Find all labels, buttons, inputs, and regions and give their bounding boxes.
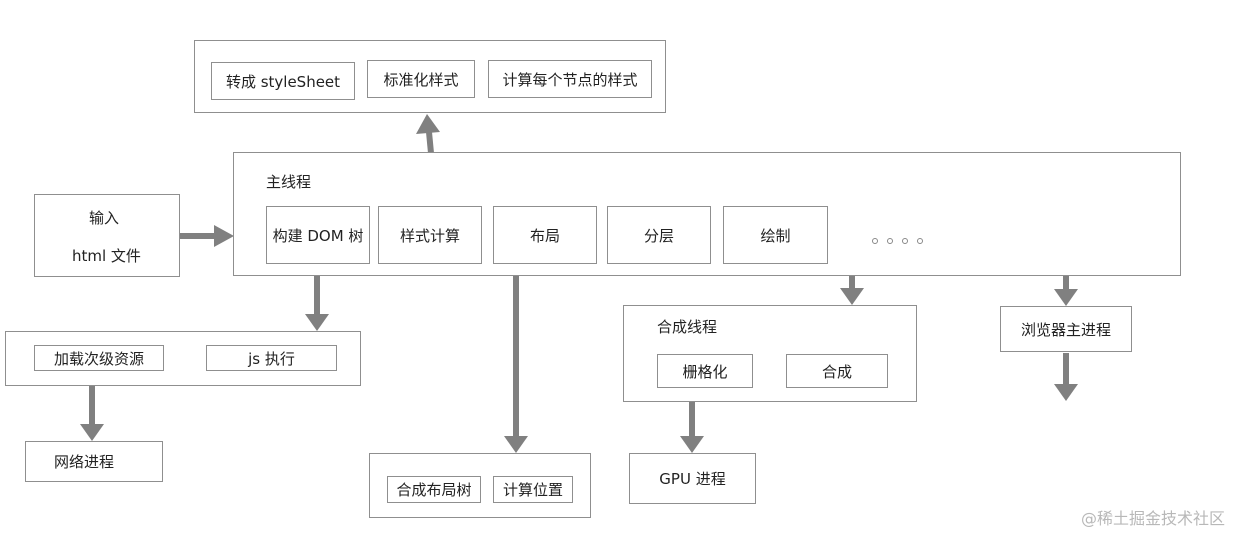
input-label: 输入 [89, 209, 120, 227]
style-calc-step: 样式计算 [378, 206, 482, 264]
convert-stylesheet-box: 转成 styleSheet [211, 62, 355, 100]
composite-thread-title: 合成线程 [657, 318, 718, 336]
build-dom-step: 构建 DOM 树 [266, 206, 370, 264]
layer-step: 分层 [607, 206, 711, 264]
network-process-box: 网络进程 [25, 441, 163, 482]
js-execute-box: js 执行 [206, 345, 337, 371]
compute-node-style-box: 计算每个节点的样式 [488, 60, 652, 98]
raster-box: 栅格化 [657, 354, 753, 388]
normalize-style-box: 标准化样式 [367, 60, 475, 98]
paint-step: 绘制 [723, 206, 828, 264]
layout-step: 布局 [493, 206, 597, 264]
compute-position-box: 计算位置 [493, 476, 573, 503]
layout-tree-box: 合成布局树 [387, 476, 481, 503]
watermark: @稀土掘金技术社区 [1080, 509, 1225, 528]
input-box [34, 194, 180, 277]
composite-box: 合成 [786, 354, 888, 388]
gpu-process-box: GPU 进程 [629, 453, 756, 504]
browser-main-process-box: 浏览器主进程 [1000, 306, 1132, 352]
main-thread-title: 主线程 [266, 173, 312, 191]
input-file-label: html 文件 [72, 247, 141, 265]
load-subresource-box: 加载次级资源 [34, 345, 164, 371]
